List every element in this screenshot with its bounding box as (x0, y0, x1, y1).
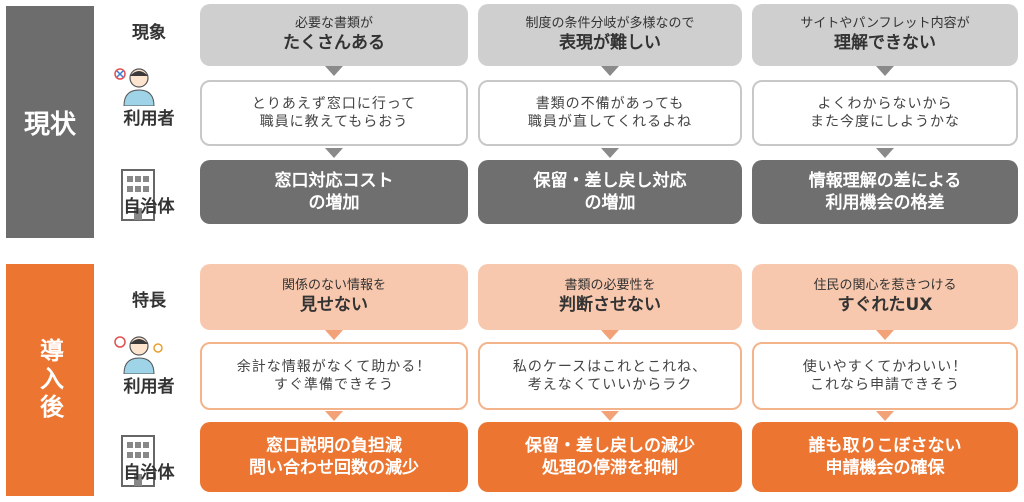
after-feature-3: 住民の関心を惹きつける すぐれたUX (752, 264, 1018, 330)
building-icon (121, 169, 155, 221)
box-text: 必要な書類が (294, 15, 373, 31)
down-arrow (325, 66, 343, 76)
box-text: 住民の関心を惹きつける (813, 277, 957, 293)
section-label-current: 現状 (6, 6, 94, 238)
box-text: 制度の条件分岐が多様なので (525, 15, 695, 31)
box-text: とりあえず窓口に行って (251, 95, 417, 112)
box-text: 考えなくていいからラク (527, 377, 693, 393)
box-text: 書類の不備があっても (535, 95, 685, 112)
down-arrow (876, 411, 894, 421)
box-text: 保留・差し戻しの減少 (525, 435, 695, 456)
row-label-municipality-current: 自治体 (123, 197, 175, 217)
box-text: 職員に教えてもらおう (259, 114, 409, 130)
after-impact-3: 誰も取りこぼさない 申請機会の確保 (752, 422, 1018, 492)
down-arrow (325, 330, 343, 340)
box-text: 私のケースはこれとこれね、 (512, 358, 708, 375)
box-text: 窓口説明の負担減 (266, 435, 402, 456)
after-user-voice-1: 余計な情報がなくて助かる！ すぐ準備できそう (200, 342, 468, 410)
box-text: 窓口対応コスト (274, 170, 394, 191)
box-text: 見せない (300, 295, 368, 316)
box-text: 処理の停滞を抑制 (542, 458, 678, 478)
down-arrow (601, 66, 619, 76)
current-impact-1: 窓口対応コスト の増加 (200, 160, 468, 224)
building-icon (121, 435, 155, 487)
box-text: これなら申請できそう (810, 377, 960, 393)
row-label-phenomenon: 現象 (132, 23, 166, 43)
box-text: の増加 (584, 193, 636, 213)
down-arrow (876, 66, 894, 76)
box-text: 保留・差し戻し対応 (533, 170, 687, 191)
down-arrow (601, 411, 619, 421)
box-text: 使いやすくてかわいい！ (802, 358, 968, 375)
box-text: 関係のない情報を (281, 277, 386, 293)
box-text: の増加 (308, 193, 360, 213)
box-text: また今度にしようかな (810, 114, 960, 130)
box-text: 判断させない (559, 295, 661, 316)
after-feature-2: 書類の必要性を 判断させない (478, 264, 742, 330)
current-phenomenon-3: サイトやパンフレット内容が 理解できない (752, 4, 1018, 66)
box-text: 書類の必要性を (564, 277, 656, 293)
box-text: 余計な情報がなくて助かる！ (236, 358, 432, 375)
down-arrow (601, 330, 619, 340)
after-user-voice-3: 使いやすくてかわいい！ これなら申請できそう (752, 342, 1018, 410)
box-text: 表現が難しい (559, 33, 661, 54)
current-user-voice-1: とりあえず窓口に行って 職員に教えてもらおう (200, 80, 468, 146)
down-arrow (325, 411, 343, 421)
current-impact-2: 保留・差し戻し対応 の増加 (478, 160, 742, 224)
after-user-voice-2: 私のケースはこれとこれね、 考えなくていいからラク (478, 342, 742, 410)
box-text: よくわからないから (817, 95, 953, 112)
current-phenomenon-2: 制度の条件分岐が多様なので 表現が難しい (478, 4, 742, 66)
person-icon (114, 68, 155, 106)
box-text: 利用機会の格差 (825, 193, 945, 213)
box-text: 問い合わせ回数の減少 (249, 458, 419, 478)
after-impact-1: 窓口説明の負担減 問い合わせ回数の減少 (200, 422, 468, 492)
current-user-voice-3: よくわからないから また今度にしようかな (752, 80, 1018, 146)
current-user-voice-2: 書類の不備があっても 職員が直してくれるよね (478, 80, 742, 146)
box-text: 職員が直してくれるよね (527, 114, 693, 130)
box-text: サイトやパンフレット内容が (800, 15, 970, 31)
current-phenomenon-1: 必要な書類が たくさんある (200, 4, 468, 66)
row-label-user-after: 利用者 (123, 377, 175, 397)
row-label-user-current: 利用者 (123, 109, 175, 129)
row-label-municipality-after: 自治体 (123, 463, 175, 483)
box-text: 申請機会の確保 (825, 458, 945, 478)
section-label-after: 導入後 (6, 264, 94, 496)
after-feature-1: 関係のない情報を 見せない (200, 264, 468, 330)
box-text: すぐれたUX (837, 295, 933, 316)
current-impact-3: 情報理解の差による 利用機会の格差 (752, 160, 1018, 224)
box-text: 誰も取りこぼさない (808, 435, 962, 456)
row-label-feature: 特長 (132, 291, 166, 311)
box-text: 理解できない (834, 33, 936, 54)
down-arrow (876, 330, 894, 340)
down-arrow (876, 148, 894, 158)
box-text: 情報理解の差による (808, 170, 962, 191)
after-impact-2: 保留・差し戻しの減少 処理の停滞を抑制 (478, 422, 742, 492)
box-text: たくさんある (283, 33, 385, 54)
box-text: すぐ準備できそう (274, 377, 394, 393)
down-arrow (325, 148, 343, 158)
down-arrow (601, 148, 619, 158)
person-icon (114, 336, 163, 374)
